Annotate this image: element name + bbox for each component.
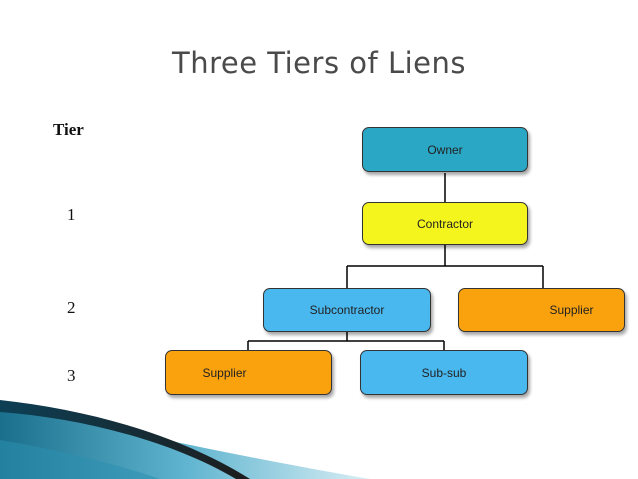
owner-node-label: Owner: [427, 142, 463, 157]
contractor-node-label: Contractor: [416, 216, 474, 231]
contractor-node: Contractor: [362, 202, 528, 245]
subsub-node: Sub-sub: [360, 350, 528, 395]
slide-title: Three Tiers of Liens: [172, 46, 466, 80]
tier-2-label: 2: [67, 298, 76, 317]
tier-1-label: 1: [67, 205, 76, 224]
owner-node: Owner: [362, 127, 528, 172]
supplier-tier3-node-label: Supplier: [202, 365, 247, 380]
subsub-node-label: Sub-sub: [421, 365, 467, 380]
supplier-tier2-node: Supplier: [458, 288, 625, 332]
subcontractor-node-label: Subcontractor: [309, 303, 385, 317]
supplier-tier2-node-label: Supplier: [549, 303, 594, 317]
supplier-tier3-node: Supplier: [165, 350, 332, 395]
subcontractor-node: Subcontractor: [263, 288, 431, 332]
tier-3-label: 3: [67, 366, 76, 385]
tier-header: Tier: [53, 120, 84, 139]
